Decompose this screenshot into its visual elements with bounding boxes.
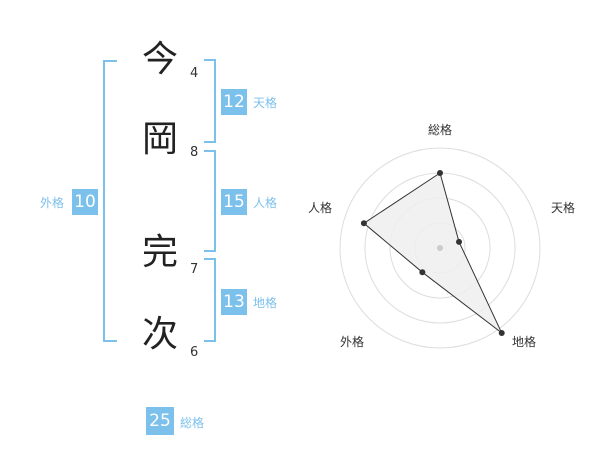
- name-char-3: 完: [141, 232, 178, 273]
- stroke-count-2: 8: [190, 145, 199, 160]
- tenkaku-value: 12: [221, 89, 247, 115]
- radar-point-1: [437, 170, 443, 176]
- name-char-2: 岡: [141, 119, 178, 160]
- radar-axis-label-tenkaku: 天格: [551, 200, 575, 215]
- radar-axis-label-soukaku: 総格: [428, 122, 452, 137]
- name-char-4: 次: [141, 314, 178, 355]
- radar-point-4: [419, 269, 426, 276]
- radar-axis-label-jinkaku: 人格: [308, 200, 332, 215]
- soukaku-value: 25: [146, 407, 174, 435]
- stroke-count-4: 6: [190, 345, 199, 360]
- stroke-count-3: 7: [190, 262, 199, 277]
- jinkaku-label: 人格: [253, 196, 278, 210]
- name-char-1: 今: [141, 39, 178, 80]
- jinkaku-bracket: [204, 150, 216, 252]
- chikaku-value: 13: [221, 289, 247, 315]
- radar-axis-label-chikaku: 地格: [512, 334, 536, 349]
- tenkaku-bracket: [204, 59, 216, 143]
- radar-data-shape: [363, 172, 503, 334]
- stroke-count-1: 4: [190, 66, 199, 81]
- radar-point-2: [456, 238, 463, 245]
- radar-point-5: [360, 220, 367, 227]
- jinkaku-value: 15: [221, 189, 247, 215]
- radar-chart: 総格 天格 地格 外格 人格: [308, 122, 575, 349]
- gaikaku-value: 10: [72, 189, 98, 215]
- radar-point-3: [498, 329, 505, 336]
- gaikaku-label: 外格: [40, 196, 65, 210]
- radar-center-dot: [437, 245, 443, 251]
- soukaku-label: 総格: [180, 416, 205, 430]
- radar-grid-ring: [339, 147, 541, 349]
- gaikaku-bracket: [103, 60, 117, 342]
- chikaku-bracket: [204, 258, 216, 342]
- radar-axis-label-gaikaku: 外格: [340, 334, 364, 349]
- chikaku-label: 地格: [253, 296, 278, 310]
- tenkaku-label: 天格: [253, 96, 278, 110]
